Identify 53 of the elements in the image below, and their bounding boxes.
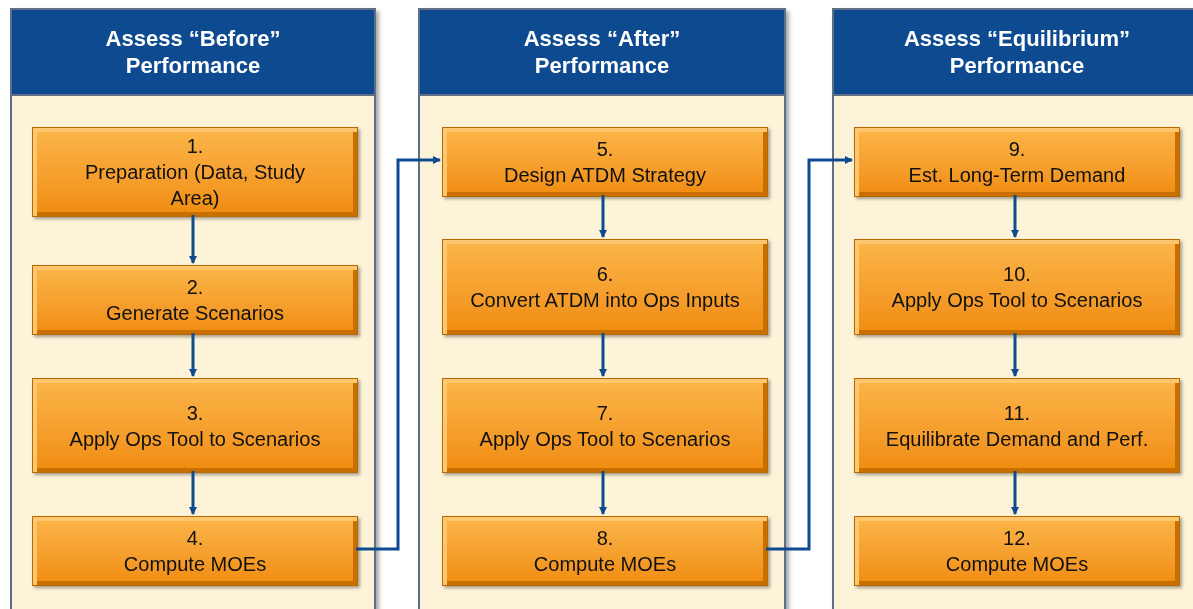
step-number: 3. [185, 400, 205, 426]
step-number: 4. [185, 526, 205, 551]
step-label: Preparation (Data, Study Area) [83, 160, 307, 211]
step-box [32, 265, 358, 335]
arrow [766, 156, 853, 551]
arrow [599, 333, 607, 377]
arrow [356, 156, 441, 551]
step-label: Generate Scenarios [105, 301, 285, 326]
arrow [1011, 333, 1019, 377]
step-box [854, 127, 1180, 197]
step-label: Compute MOEs [532, 552, 678, 577]
arrow [189, 215, 197, 264]
step-number: 1. [185, 134, 205, 159]
step-box [442, 239, 768, 335]
arrow [1011, 471, 1019, 515]
step-label: Design ATDM Strategy [503, 163, 707, 188]
arrow [599, 471, 607, 515]
step-label: Est. Long-Term Demand [907, 163, 1127, 188]
step-number: 7. [595, 400, 615, 426]
step-box [32, 378, 358, 473]
step-label: Compute MOEs [122, 552, 268, 577]
step-number: 10. [1002, 262, 1032, 287]
step-box [32, 516, 358, 586]
step-number: 5. [595, 137, 615, 162]
arrow [189, 471, 197, 515]
column-title: Assess “Equilibrium” Performance [902, 25, 1132, 79]
step-box [854, 516, 1180, 586]
step-box [32, 127, 358, 217]
step-label: Apply Ops Tool to Scenarios [478, 426, 732, 452]
column-title: Assess “After” Performance [522, 25, 682, 79]
column-title: Assess “Before” Performance [104, 25, 282, 79]
step-box [442, 516, 768, 586]
column-panel [10, 8, 376, 609]
arrow [1011, 195, 1019, 238]
step-label: Apply Ops Tool to Scenarios [68, 426, 322, 452]
step-number: 8. [595, 526, 615, 551]
step-label: Equilibrate Demand and Perf. [884, 426, 1150, 452]
step-box [442, 127, 768, 197]
step-number: 2. [185, 275, 205, 300]
column-panel [418, 8, 786, 609]
arrow [599, 195, 607, 238]
step-number: 11. [1002, 400, 1032, 426]
step-box [854, 378, 1180, 473]
step-number: 6. [595, 262, 615, 287]
step-number: 9. [1007, 137, 1027, 162]
step-box [854, 239, 1180, 335]
step-label: Compute MOEs [944, 552, 1090, 577]
column-panel [832, 8, 1193, 609]
step-label: Convert ATDM into Ops Inputs [470, 288, 740, 313]
step-label: Apply Ops Tool to Scenarios [890, 288, 1144, 313]
step-number: 12. [1002, 526, 1032, 551]
step-box [442, 378, 768, 473]
arrow [189, 333, 197, 377]
